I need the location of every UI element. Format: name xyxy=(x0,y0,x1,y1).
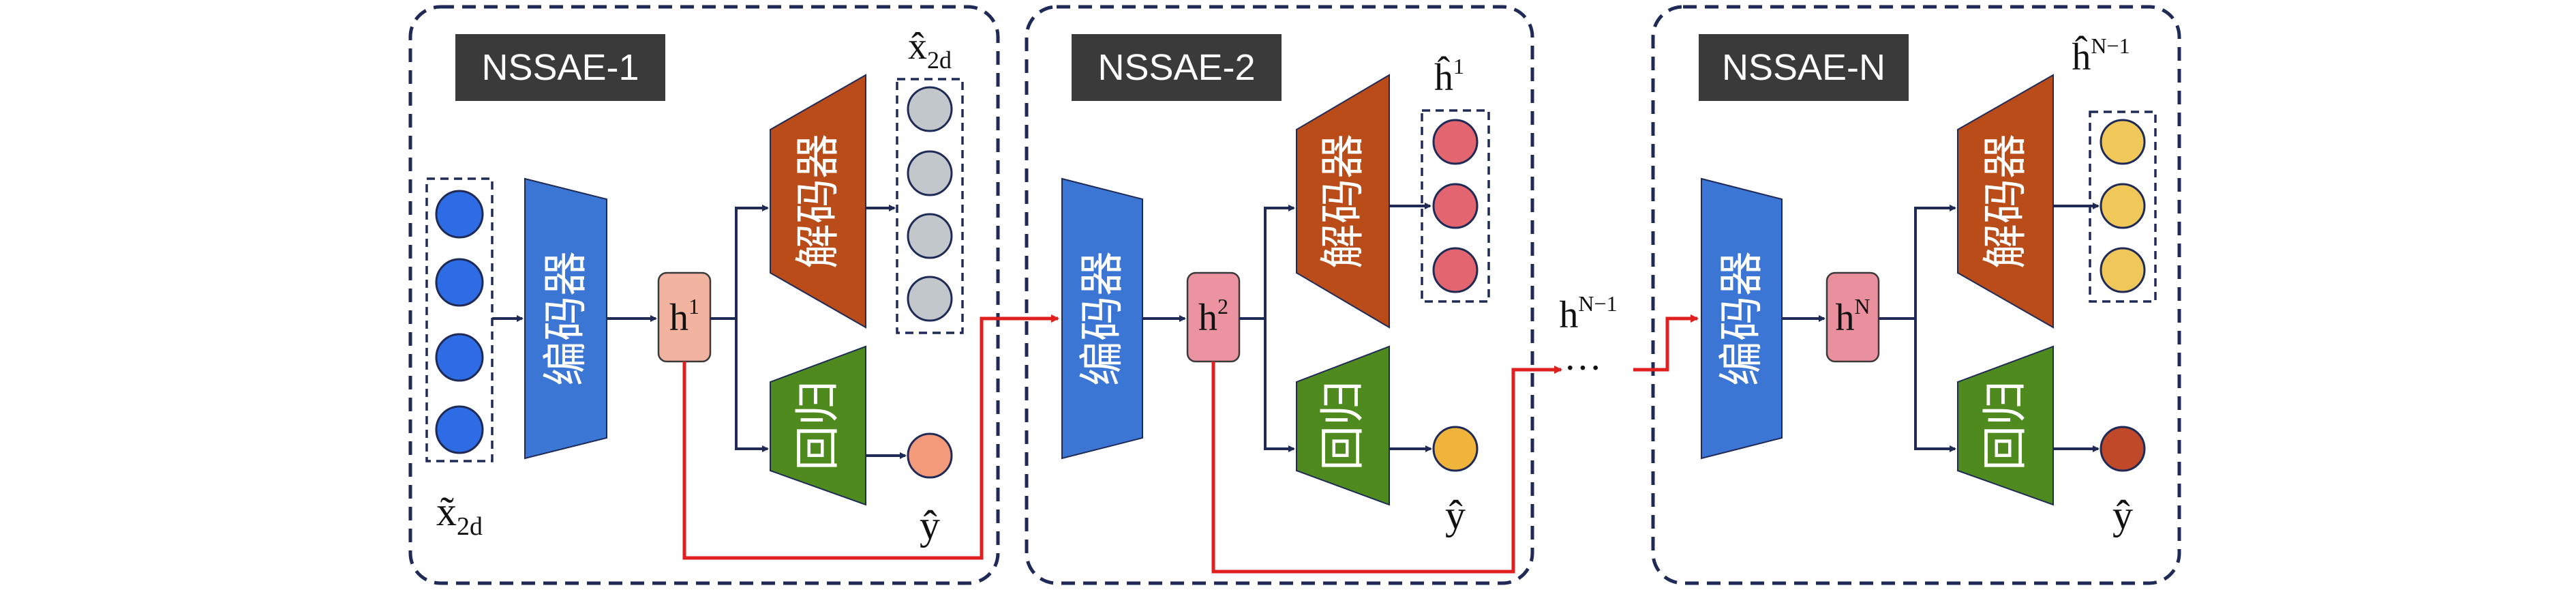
recon-3-label: ĥN−1 xyxy=(2072,33,2130,78)
arrow-h2-regressor xyxy=(1264,319,1295,452)
regressor-3-label: 回归 xyxy=(1979,381,2031,471)
recon-vector-box-1 xyxy=(896,78,964,334)
module-frame-1 xyxy=(408,5,1000,585)
pred-3-label: ŷ xyxy=(2112,492,2133,537)
recon-node-1-1 xyxy=(907,86,953,132)
recon-node-3-1 xyxy=(2100,119,2146,165)
input-node-2 xyxy=(435,258,484,307)
module-1: NSSAE-1 x̃2d 编码器 h1 解码器 回归 x̂2d ŷ xyxy=(425,25,964,548)
recon-node-3-3 xyxy=(2100,247,2146,293)
recon-node-3-2 xyxy=(2100,183,2146,229)
pred-node-2 xyxy=(1432,426,1479,472)
encoder-1 xyxy=(524,177,607,460)
pred-2-label: ŷ xyxy=(1445,492,1466,537)
recon-node-2-1 xyxy=(1432,119,1479,165)
module-2-title-box xyxy=(1072,34,1282,101)
arrow-h1-regressor xyxy=(735,319,769,452)
module-3-title: NSSAE-N xyxy=(1722,47,1885,88)
skip-path-h1-to-module-2 xyxy=(682,314,1059,560)
decoder-3-label: 解码器 xyxy=(1979,134,2031,269)
encoder-2 xyxy=(1061,177,1143,460)
module-3-title-box xyxy=(1699,34,1909,101)
pred-node-1 xyxy=(907,432,953,479)
input-label: x̃2d xyxy=(436,489,483,541)
recon-node-1-3 xyxy=(907,213,953,259)
regressor-2-label: 回归 xyxy=(1316,381,1369,471)
input-node-3 xyxy=(435,333,484,382)
decoder-2-label: 解码器 xyxy=(1316,134,1369,269)
input-node-4 xyxy=(435,405,484,454)
skip-path-gap-to-module-N xyxy=(1633,314,1699,372)
input-node-1 xyxy=(435,190,484,239)
module-3: NSSAE-N 编码器 hN 解码器 回归 ĥN−1 ŷ xyxy=(1699,33,2157,537)
module-2-title: NSSAE-2 xyxy=(1097,47,1255,88)
module-1-title-box xyxy=(455,34,665,101)
regressor-1-label: 回归 xyxy=(791,381,844,471)
hidden-1-label: h1 xyxy=(669,294,699,339)
recon-node-2-3 xyxy=(1432,247,1479,293)
decoder-2 xyxy=(1296,74,1390,329)
module-frame-2 xyxy=(1025,5,1534,585)
hidden-3-label: hN xyxy=(1835,294,1870,339)
decoder-1 xyxy=(770,74,866,329)
arrow-hN-regressor xyxy=(1914,319,1956,452)
skip-path-h2-to-gap xyxy=(1211,362,1562,574)
recon-node-1-4 xyxy=(907,276,953,322)
gap-hidden-label: hN−1 xyxy=(1559,291,1617,336)
recon-node-1-2 xyxy=(907,150,953,196)
hidden-2-label: h2 xyxy=(1198,294,1228,339)
arrow-h1-decoder xyxy=(710,205,769,320)
regressor-2 xyxy=(1296,345,1390,506)
encoder-3 xyxy=(1701,177,1783,460)
decoder-3 xyxy=(1957,74,2054,329)
arrow-hN-decoder xyxy=(1879,205,1956,320)
regressor-3 xyxy=(1957,345,2054,506)
recon-1-label: x̂2d xyxy=(908,25,952,74)
encoder-3-label: 编码器 xyxy=(1715,251,1768,386)
recon-node-2-2 xyxy=(1432,183,1479,229)
module-2: NSSAE-2 编码器 h2 解码器 回归 ĥ1 ŷ xyxy=(1061,34,1490,537)
decoder-1-label: 解码器 xyxy=(791,134,844,269)
gap-ellipsis: ··· xyxy=(1564,347,1602,389)
encoder-2-label: 编码器 xyxy=(1076,251,1128,386)
module-frame-3 xyxy=(1651,5,2181,585)
module-1-title: NSSAE-1 xyxy=(481,47,639,88)
regressor-1 xyxy=(770,345,866,506)
pred-1-label: ŷ xyxy=(920,503,940,548)
pred-node-3 xyxy=(2100,426,2146,472)
arrow-h2-decoder xyxy=(1239,205,1295,320)
recon-vector-box-2 xyxy=(1421,109,1490,303)
encoder-1-label: 编码器 xyxy=(539,251,592,386)
recon-2-label: ĥ1 xyxy=(1434,54,1464,99)
